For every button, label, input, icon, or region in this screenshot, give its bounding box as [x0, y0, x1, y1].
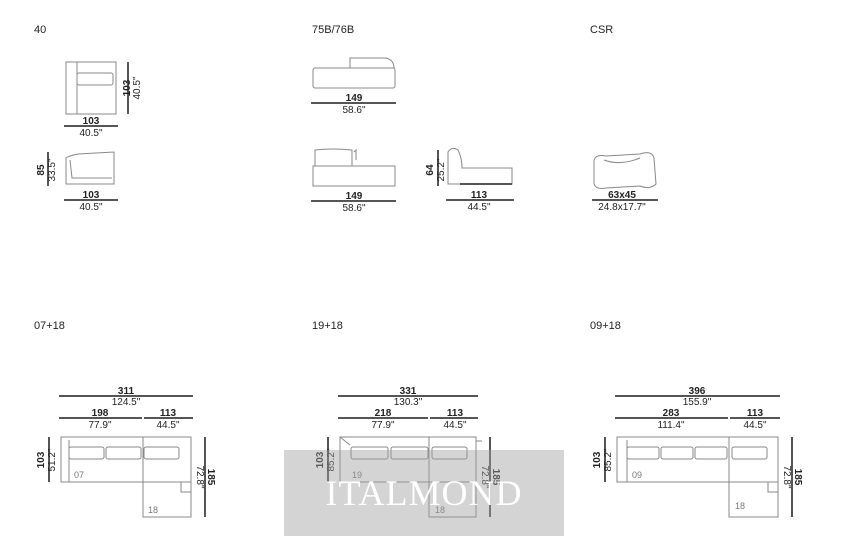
dim-c3-left-cm: 103	[592, 451, 603, 468]
dim-c1-a-in: 77.9"	[88, 420, 111, 431]
dim-c2-b-cm: 113	[447, 408, 464, 419]
dim-c1-total-in: 124.5"	[112, 397, 141, 408]
dim-csr-cm: 63x45	[608, 190, 636, 201]
watermark-logo: ITALMOND	[325, 473, 523, 513]
dim-c3-right-cm: 185	[792, 469, 803, 486]
dim-c1-right-cm: 185	[205, 469, 216, 486]
module-label-19: 19	[352, 470, 362, 480]
dim-75b-top-cm: 149	[346, 93, 363, 104]
module-label-09: 09	[632, 470, 642, 480]
module-40-top-view	[65, 61, 117, 115]
dim-chaise-cm: 113	[471, 190, 488, 201]
dim-c1-b-cm: 113	[160, 408, 177, 419]
dim-c1-left-in: 51.2"	[47, 448, 58, 471]
dim-c3-total-in: 155.9"	[683, 397, 712, 408]
dim-c1-left-cm: 103	[36, 451, 47, 468]
module-csr-cushion	[593, 152, 657, 189]
dim-75b-front-in: 58.6"	[342, 203, 365, 214]
module-chaise-side-view	[447, 147, 513, 185]
module-75b-top-view	[312, 57, 396, 89]
label-section-csr: CSR	[590, 24, 614, 36]
module-label-07: 07	[74, 470, 84, 480]
dimension-lines	[47, 62, 793, 517]
dim-40-side-cm: 103	[122, 79, 133, 96]
dim-c2-left-cm: 103	[315, 451, 326, 468]
dim-c2-total-cm: 331	[400, 386, 417, 397]
dim-40-bot-cm: 103	[83, 190, 100, 201]
label-section-19-18: 19+18	[312, 320, 343, 332]
dim-c3-b-cm: 113	[747, 408, 764, 419]
composition-19-18	[339, 436, 482, 518]
dim-c2-total-in: 130.3"	[394, 397, 423, 408]
dim-c2-left-in: 85.2"	[326, 448, 337, 471]
dim-chaise-height-in: 25.2"	[436, 158, 447, 181]
dim-40-side-in: 40.5"	[132, 76, 143, 99]
dim-c1-total-cm: 311	[118, 386, 135, 397]
label-section-40: 40	[34, 24, 47, 36]
dim-chaise-in: 44.5"	[467, 202, 490, 213]
dim-c2-right-in: 72.8"	[479, 465, 490, 488]
dim-40-height-cm: 85	[36, 164, 47, 176]
dim-c3-a-cm: 283	[663, 408, 680, 419]
dim-75b-front-cm: 149	[346, 191, 363, 202]
dim-c1-a-cm: 198	[92, 408, 109, 419]
dim-c3-b-in: 44.5"	[743, 420, 766, 431]
dim-c2-b-in: 44.5"	[443, 420, 466, 431]
module-75b-front-view	[312, 148, 396, 187]
dim-75b-top-in: 58.6"	[342, 105, 365, 116]
dim-c3-a-in: 111.4"	[657, 420, 685, 431]
dim-40-bot-in: 40.5"	[79, 202, 102, 213]
dim-c3-right-in: 72.8"	[781, 465, 792, 488]
module-label-18-b: 18	[435, 505, 445, 515]
dim-c3-left-in: 85.2"	[603, 448, 614, 471]
composition-09-18	[616, 436, 779, 518]
composition-07-18	[60, 436, 192, 518]
dim-chaise-height-cm: 64	[425, 164, 436, 176]
label-section-75b-76b: 75B/76B	[312, 24, 355, 36]
watermark-box: ITALMOND	[284, 450, 564, 536]
label-section-07-18: 07+18	[34, 320, 65, 332]
dim-c2-a-cm: 218	[375, 408, 392, 419]
module-40-side-view	[65, 151, 115, 185]
module-label-18-c: 18	[735, 501, 745, 511]
module-label-18-a: 18	[148, 505, 158, 515]
dim-40-top-cm: 103	[83, 116, 100, 127]
dim-c2-a-in: 77.9"	[371, 420, 394, 431]
dim-40-top-in: 40.5"	[79, 128, 102, 139]
dim-c1-right-in: 72.8"	[194, 465, 205, 488]
dim-c1-b-in: 44.5"	[156, 420, 179, 431]
dim-c3-total-cm: 396	[689, 386, 706, 397]
dim-c2-right-cm: 185	[490, 469, 501, 486]
dim-40-height-in: 33.5"	[47, 158, 58, 181]
label-section-09-18: 09+18	[590, 320, 621, 332]
dim-csr-in: 24.8x17.7"	[598, 202, 646, 213]
